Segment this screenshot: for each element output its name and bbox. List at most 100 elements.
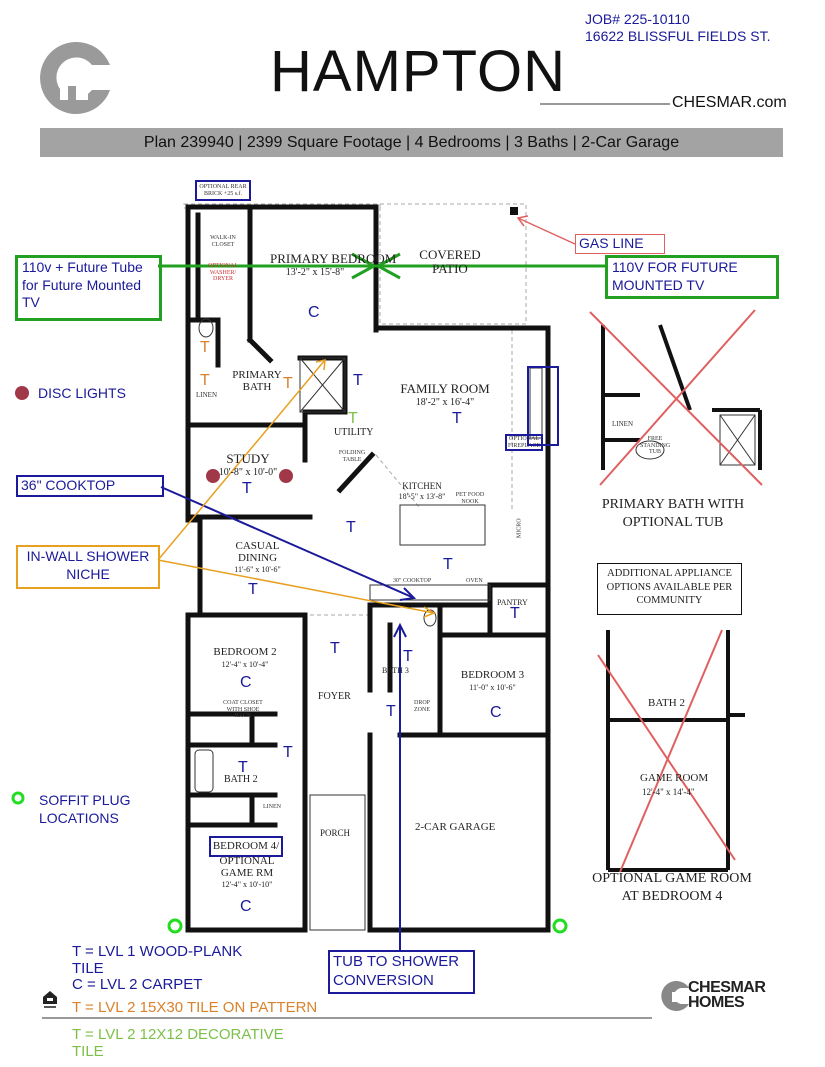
optional-fireplace-box[interactable]: OPTIONAL FIREPLACE [505, 434, 543, 452]
room-dims: 18'-2" x 16'-4" [415, 396, 475, 408]
marker-tile-15x30: T [200, 372, 210, 389]
label-linen: LINEN [196, 391, 217, 399]
shower-niche-callout: IN-WALL SHOWER NICHE [16, 545, 160, 589]
tub-to-shower-callout: TUB TO SHOWER CONVERSION [328, 950, 475, 994]
room-name: BEDROOM 4/ [212, 840, 280, 852]
opt-bath-linen: LINEN [612, 420, 633, 428]
bedroom-4-callout[interactable]: BEDROOM 4/ [209, 836, 283, 857]
opt-bath-tub: FREE STANDING TUB [640, 436, 671, 456]
marker-wood-plank: T [443, 556, 453, 573]
soffit-plug-label: SOFFIT PLUG LOCATIONS [39, 792, 131, 826]
room-name: BEDROOM 3 [460, 669, 525, 681]
tv-callout-right: 110V FOR FUTURE MOUNTED TV [605, 255, 779, 299]
marker-wood-plank: T [242, 480, 252, 497]
game-room-option-name: GAME ROOM [640, 772, 709, 784]
header-divider [540, 103, 670, 105]
primary-bath-option-caption: PRIMARY BATH WITH OPTIONAL TUB [601, 497, 745, 530]
optional-rear-brick-box[interactable]: OPTIONAL REAR BRICK +25 s.f. [195, 180, 251, 202]
marker-wood-plank: T [386, 703, 396, 720]
room-name: FOYER [318, 691, 351, 702]
room-dims: 11'-0" x 10'-6" [469, 682, 516, 692]
cooktop-callout: 36" COOKTOP [16, 475, 164, 497]
legend-carpet: C = LVL 2 CARPET [72, 976, 203, 993]
fireplace-highlight-box [527, 366, 559, 446]
marker-carpet: C [240, 898, 252, 915]
room-name: 2-CAR GARAGE [415, 821, 496, 833]
room-name: PORCH [320, 828, 351, 838]
room-dims: 18'-5" x 13'-8" [398, 492, 446, 502]
appliance-options-box: ADDITIONAL APPLIANCE OPTIONS AVAILABLE P… [597, 563, 742, 615]
label-folding-table: FOLDING TABLE [338, 450, 366, 463]
legend-wood-plank: T = LVL 1 WOOD-PLANK TILE [72, 943, 243, 977]
label-coat-closet: COAT CLOSET WITH SHOE RACK [223, 700, 263, 720]
label-pet-food-nook: PET FOOD NOOK [455, 492, 485, 505]
marker-wood-plank: T [248, 581, 258, 598]
game-room-option-dims: 12'-4" x 14'-4" [642, 787, 695, 797]
room-porch: PORCH [320, 828, 351, 838]
room-name: KITCHEN [402, 481, 442, 491]
plan-title: HAMPTON [270, 39, 566, 104]
marker-wood-plank: T [403, 648, 413, 665]
label-walk-in-closet: WALK-IN CLOSET [210, 235, 236, 248]
website-link[interactable]: CHESMAR.com [672, 94, 787, 111]
marker-carpet: C [490, 704, 502, 721]
room-dims: 10'-8" x 10'-0" [218, 466, 278, 478]
room-name: STUDY [226, 451, 270, 466]
chesmar-c-icon [661, 980, 689, 1011]
room-name: UTILITY [334, 427, 374, 438]
game-room-option-caption: OPTIONAL GAME ROOM AT BEDROOM 4 [592, 871, 752, 905]
label-drop-zone: DROP ZONE [413, 700, 430, 713]
room-garage: 2-CAR GARAGE [415, 821, 496, 834]
marker-wood-plank: T [238, 759, 248, 776]
marker-carpet: C [308, 304, 320, 321]
address: 16622 BLISSFUL FIELDS ST. [585, 28, 771, 44]
room-name: BATH 2 [224, 774, 258, 785]
room-name: BEDROOM 2 [213, 646, 277, 658]
gas-line-callout: GAS LINE [575, 234, 665, 254]
marker-wood-plank: T [346, 519, 356, 536]
plan-summary: Plan 239940 | 2399 Square Footage | 4 Be… [143, 134, 680, 151]
room-bath-3: BATH 3 [382, 666, 409, 675]
label-optional-washer-dryer: OPTIONAL WASHER/ DRYER [208, 263, 238, 283]
marker-wood-plank: T [452, 410, 462, 427]
room-name: BATH 3 [382, 666, 409, 675]
legend-tile-12x12: T = LVL 2 12X12 DECORATIVE TILE [72, 1026, 284, 1060]
marker-wood-plank: T [510, 605, 520, 622]
room-pantry: PANTRY [497, 598, 528, 607]
label-micro: MICRO [516, 518, 523, 539]
marker-wood-plank: T [330, 640, 340, 657]
room-primary-bath: PRIMARY BATH [232, 369, 282, 393]
room-dims: 13'-2" x 15'-8" [285, 266, 345, 278]
room-name: FAMILY ROOM [400, 381, 490, 396]
room-foyer: FOYER [318, 691, 351, 703]
equal-housing-icon [42, 990, 58, 1010]
marker-carpet: C [240, 674, 252, 691]
marker-wood-plank: T [283, 744, 293, 761]
logo-line-1: CHESMAR [688, 979, 766, 996]
room-dims: 12'-4" x 10'-10" [221, 880, 273, 890]
disc-lights-label: DISC LIGHTS [38, 385, 126, 401]
label-oven: OVEN [466, 578, 483, 584]
room-name: PRIMARY BATH [232, 369, 282, 393]
room-name: COVERED PATIO [419, 247, 481, 276]
marker-tile-15x30: T [283, 375, 293, 392]
room-name: PANTRY [497, 598, 528, 607]
logo-line-2: HOMES [688, 994, 745, 1011]
room-utility: UTILITY [334, 427, 374, 439]
marker-tile-15x30: T [200, 339, 210, 356]
plan-summary-banner: Plan 239940 | 2399 Square Footage | 4 Be… [40, 128, 783, 157]
legend-tile-15x30: T = LVL 2 15X30 TILE ON PATTERN [72, 999, 318, 1016]
chesmar-logo [40, 40, 112, 115]
room-bath-2: BATH 2 [224, 774, 258, 786]
label-linen-2: LINEN [263, 804, 281, 810]
room-name: PRIMARY BEDROOM [270, 251, 397, 266]
chesmar-homes-logo: CHESMAR HOMES [660, 980, 790, 1012]
room-name: CASUAL DINING [235, 540, 280, 564]
